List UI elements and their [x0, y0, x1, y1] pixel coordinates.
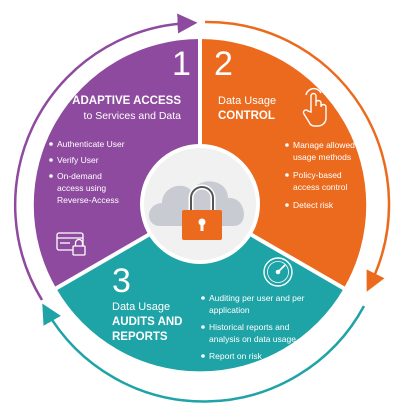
segment-3-title-line3: REPORTS	[112, 331, 168, 343]
arrow-teal	[42, 303, 366, 403]
segment-3-title-line2: AUDITS AND	[112, 316, 183, 328]
segment-1-list: Authenticate User Verify User On-demand …	[49, 139, 125, 205]
bullet	[49, 158, 53, 162]
list-item: access control	[293, 182, 347, 192]
bullet	[49, 174, 53, 178]
list-item: application	[209, 305, 250, 315]
list-item: Detect risk	[293, 200, 334, 210]
arrow-orange	[204, 20, 391, 292]
bullet	[49, 142, 53, 146]
lock-keyhole-slot	[200, 223, 204, 231]
list-item: access using	[57, 183, 106, 193]
bullet	[285, 173, 289, 177]
lock-shackle-inner	[190, 186, 214, 212]
segment-1-number: 1	[172, 45, 191, 83]
bullet	[285, 203, 289, 207]
bullet	[201, 354, 205, 358]
bullet	[201, 325, 205, 329]
arrow-purple	[13, 13, 198, 301]
segment-1-title-line2: to Services and Data	[84, 110, 182, 122]
list-item: Policy-based	[293, 170, 342, 180]
list-item: Verify User	[57, 155, 99, 165]
list-item: Report on risk	[209, 351, 263, 361]
segment-1-title-line1: ADAPTIVE ACCESS	[72, 95, 181, 107]
list-item: Historical reports and	[209, 322, 290, 332]
gauge-icon	[263, 257, 293, 287]
bullet	[201, 296, 205, 300]
segment-2-title-line2: CONTROL	[218, 110, 275, 122]
lock-keyhole	[198, 218, 206, 226]
segment-2-title-line1: Data Usage	[218, 95, 276, 107]
segment-3-number: 3	[112, 262, 131, 300]
cloud-lock-icon	[148, 181, 245, 240]
list-item: analysis on data usage	[209, 334, 296, 344]
bullet	[285, 143, 289, 147]
segment-2-list: Manage allowed usage methods Policy-base…	[285, 140, 355, 210]
list-item: Authenticate User	[57, 139, 125, 149]
segment-2-number: 2	[214, 45, 233, 83]
hand-pointer-icon	[302, 87, 327, 127]
card-lock-icon	[56, 232, 86, 256]
list-item: On-demand	[57, 171, 102, 181]
list-item: Auditing per user and per	[209, 293, 305, 303]
list-item: Reverse-Access	[57, 195, 119, 205]
list-item: Manage allowed	[293, 140, 355, 150]
segment-3-list: Auditing per user and per application Hi…	[201, 293, 305, 361]
segment-3-title-line1: Data Usage	[112, 301, 170, 313]
list-item: usage methods	[293, 152, 351, 162]
